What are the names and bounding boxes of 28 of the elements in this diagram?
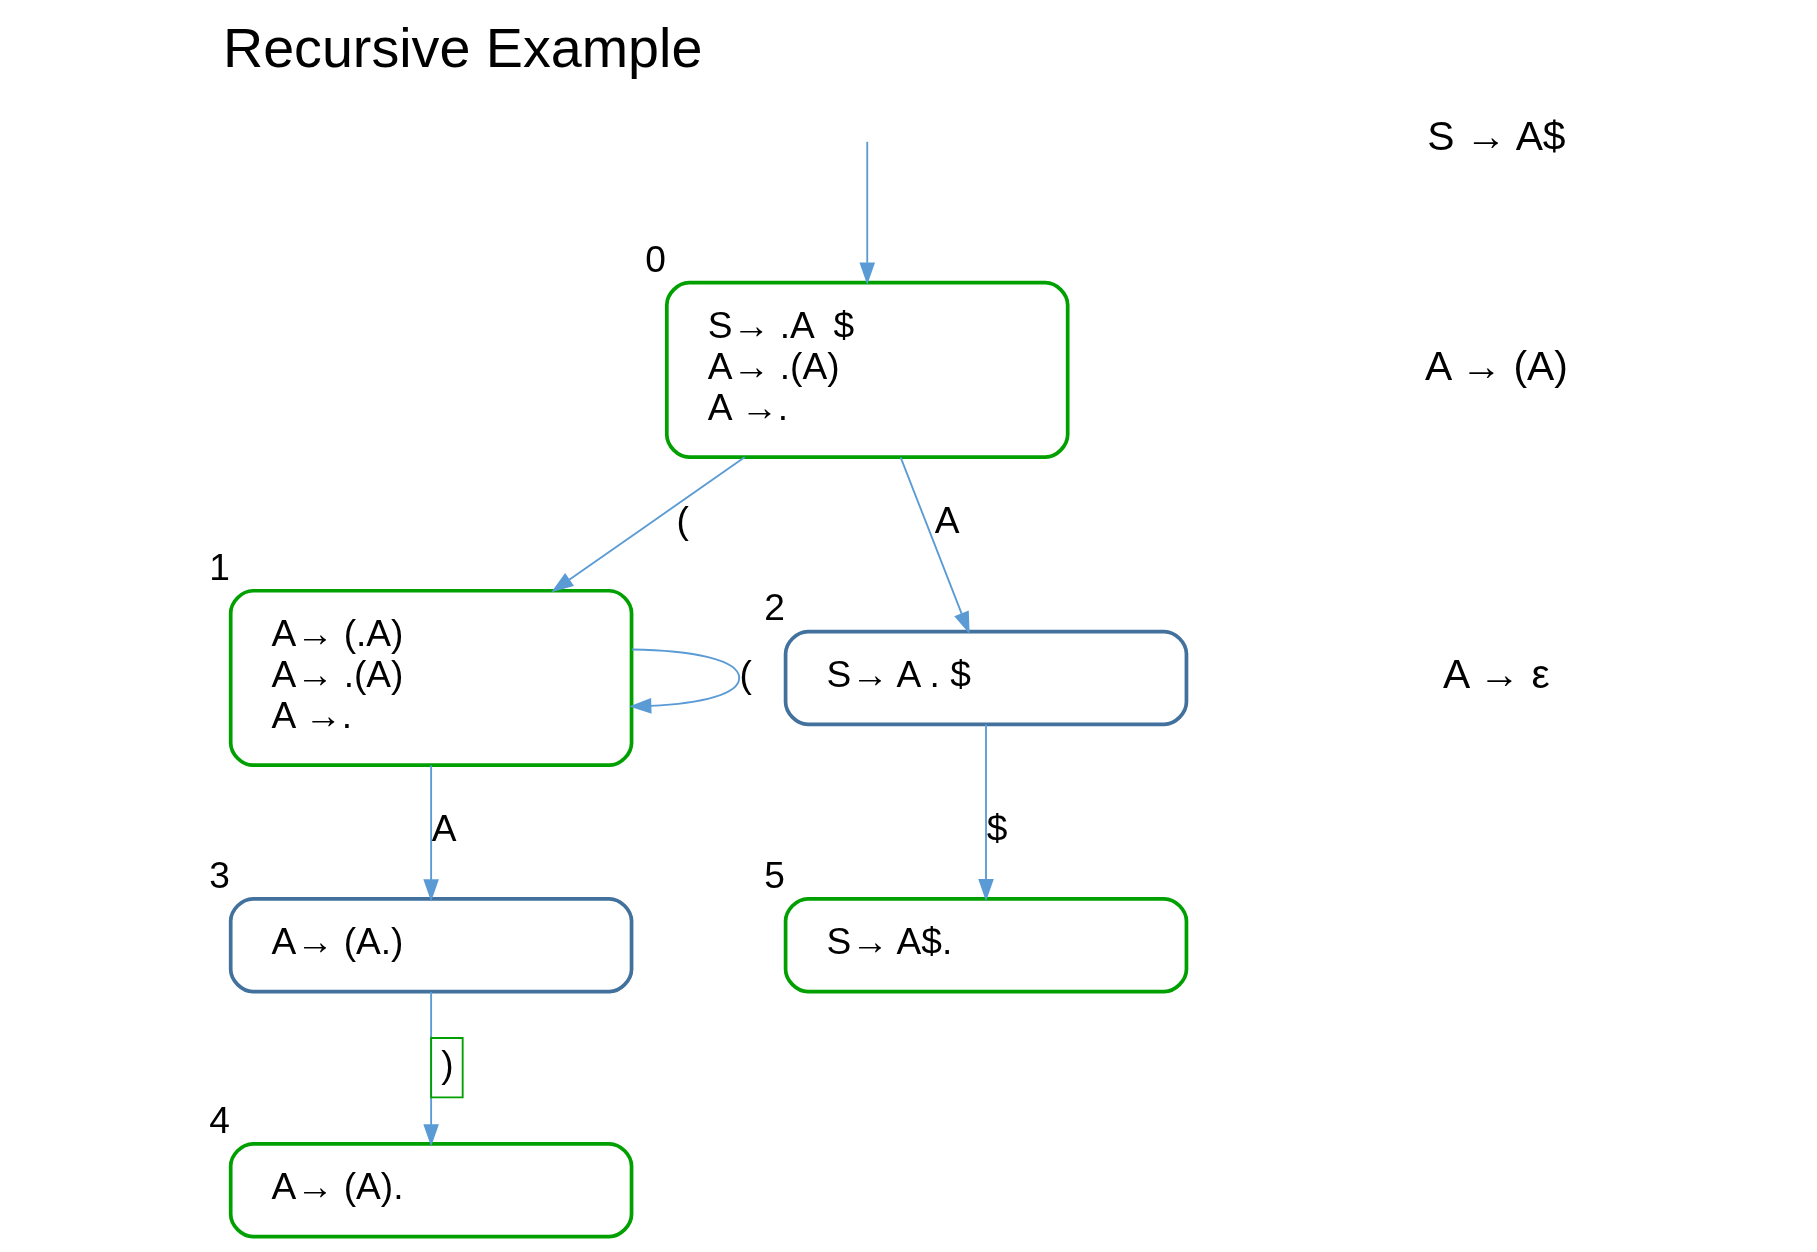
diagram-title: Recursive Example <box>222 17 702 80</box>
edge-label: ( <box>675 499 689 542</box>
node-box: A→ (A). <box>228 1141 633 1239</box>
node-label: 2 <box>763 586 785 629</box>
label: A → (A) <box>1424 343 1568 390</box>
node-label: 4 <box>208 1098 230 1141</box>
arrow <box>628 648 740 714</box>
arrow <box>422 764 439 902</box>
arrow <box>858 140 875 285</box>
node-box: A→ (A.) <box>228 896 633 994</box>
edge-label: ( <box>739 653 752 696</box>
node-label: 3 <box>208 853 230 896</box>
node-box: A→ (.A) A→ .(A) A →. <box>228 588 633 768</box>
edge-label: ) <box>440 1042 454 1085</box>
node-label: 1 <box>208 545 230 588</box>
edge-label: A <box>934 499 959 542</box>
edge-label: $ <box>986 807 1007 850</box>
arrow <box>899 456 970 635</box>
node-box: S→ A$. <box>783 896 1188 994</box>
arrow <box>550 456 745 593</box>
node-box: S→ A . $ <box>783 629 1188 727</box>
node-box: S→ .A $ A→ .(A) A →. <box>664 280 1070 459</box>
edge-label: A <box>431 807 456 850</box>
label: S → A$ <box>1426 113 1566 160</box>
label: A → ε <box>1442 651 1550 698</box>
node-label: 0 <box>644 237 666 280</box>
arrow <box>977 723 994 902</box>
node-label: 5 <box>763 853 785 896</box>
